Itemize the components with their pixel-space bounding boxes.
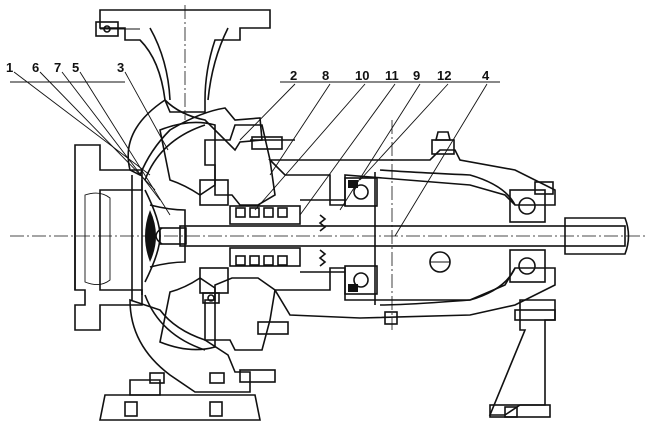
bearing-housing (268, 131, 556, 319)
callout-6: 6 (32, 60, 39, 75)
casing-bolts (149, 292, 225, 384)
callout-10: 10 (355, 68, 369, 83)
callout-7: 7 (54, 60, 61, 75)
casing-foot (99, 379, 261, 421)
callout-5: 5 (72, 60, 79, 75)
callout-1: 1 (6, 60, 13, 75)
callout-9: 9 (413, 68, 420, 83)
leader-lines (10, 71, 500, 237)
bracket-support (384, 299, 556, 418)
callout-labels: 1 6 7 5 3 2 8 10 11 9 12 4 (6, 60, 490, 83)
callout-4: 4 (482, 68, 490, 83)
callout-3: 3 (117, 60, 124, 75)
callout-8: 8 (322, 68, 329, 83)
pump-shaft (155, 217, 630, 255)
callout-11: 11 (385, 68, 399, 83)
suction-flange (74, 144, 143, 331)
pump-cover (199, 124, 295, 383)
discharge-nozzle (95, 9, 271, 113)
seal-packing (229, 199, 345, 273)
callout-2: 2 (290, 68, 297, 83)
pump-casing (127, 98, 263, 393)
bearing-rear (509, 181, 554, 283)
bearing-front (344, 177, 378, 295)
callout-12: 12 (437, 68, 451, 83)
